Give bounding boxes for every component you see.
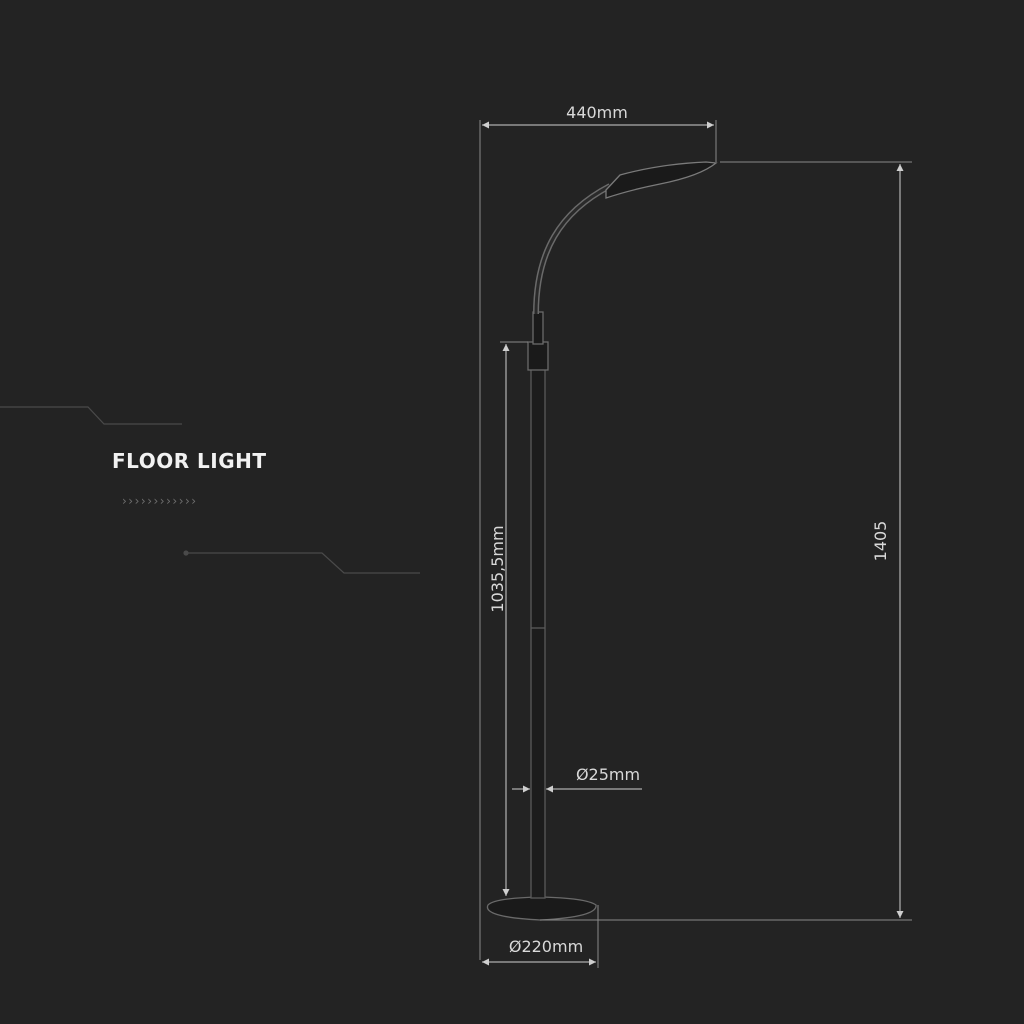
chevron-decoration: ››››››››››››	[122, 494, 198, 508]
pole-height-label: 1035,5mm	[488, 525, 507, 612]
base-diameter-label: Ø220mm	[509, 937, 583, 956]
dimension-lines	[479, 120, 912, 968]
lamp-outline	[486, 161, 718, 921]
width-label: 440mm	[566, 103, 628, 122]
decorative-lines	[0, 406, 420, 574]
total-height-label: 1405	[871, 521, 890, 562]
pole-diameter-label: Ø25mm	[576, 765, 640, 784]
page-title: FLOOR LIGHT	[112, 449, 267, 473]
